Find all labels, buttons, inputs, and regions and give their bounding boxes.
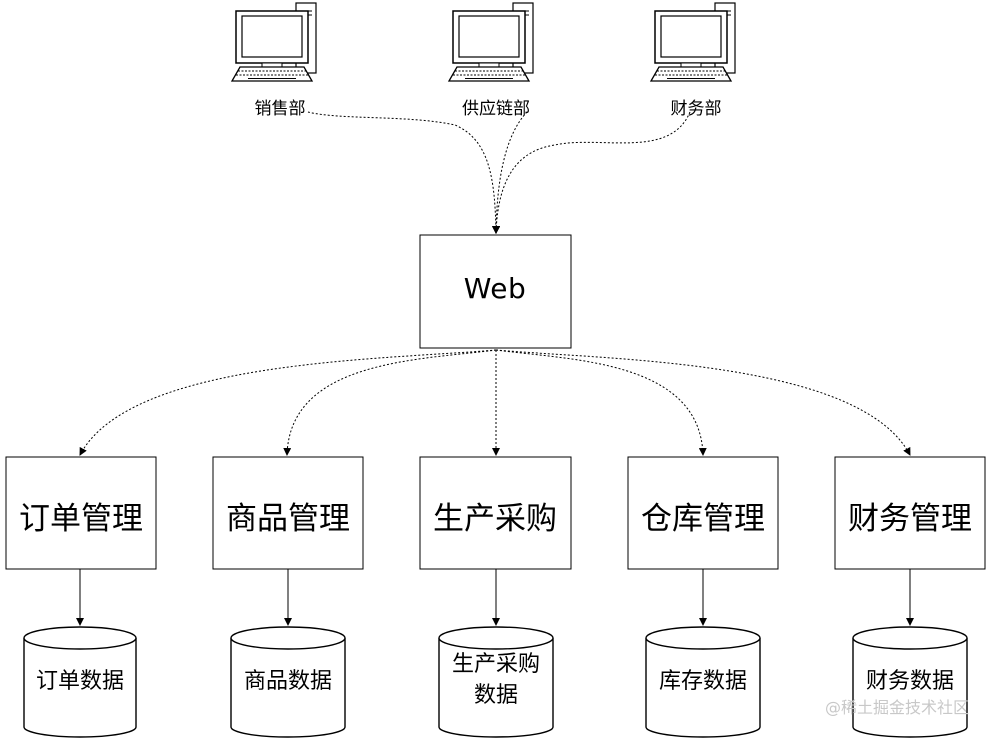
connector-supply-chain-to-web [492,111,528,234]
db-label-finance: 财务数据 [865,669,954,694]
module-box-warehouse [627,456,779,570]
module-label-products: 商品管理 [226,501,350,537]
connector-web-to-finance [495,349,911,456]
module-label-procurement: 生产采购 [433,501,557,537]
connector-web-to-orders [79,349,497,456]
client-label-sales: 销售部 [254,99,306,119]
module-box-finance [834,456,986,570]
database-cylinder-icon [645,626,761,738]
connector-web-to-warehouse [495,349,707,456]
desktop-computer-icon [231,2,317,82]
database-cylinder-icon [230,626,346,738]
module-label-warehouse: 仓库管理 [641,501,765,537]
db-label-procurement: 生产采购数据 [451,652,540,708]
module-box-products [212,456,364,570]
db-label-orders: 订单数据 [35,669,124,694]
desktop-computer-icon [650,2,736,82]
web-label: Web [463,272,527,305]
db-label-products: 商品数据 [243,669,332,694]
module-box-procurement [419,456,572,570]
database-cylinder-icon [852,626,968,738]
connector-finance-to-web [492,111,691,234]
connector-sales-to-web [307,111,500,234]
client-sales [231,2,317,82]
web-box [419,234,572,349]
connector-web-to-products [283,349,497,456]
database-cylinder-icon [23,626,137,738]
client-label-finance: 财务部 [670,99,722,119]
client-finance [650,2,736,82]
db-label-warehouse: 库存数据 [658,669,747,694]
module-label-finance: 财务管理 [848,501,972,537]
module-box-orders [5,456,157,570]
module-label-orders: 订单管理 [19,501,143,537]
client-label-supply-chain: 供应链部 [462,99,530,119]
desktop-computer-icon [448,2,534,82]
watermark: @稀土掘金技术社区 [824,698,969,717]
client-supply-chain [448,2,534,82]
database-cylinder-icon [438,626,554,738]
